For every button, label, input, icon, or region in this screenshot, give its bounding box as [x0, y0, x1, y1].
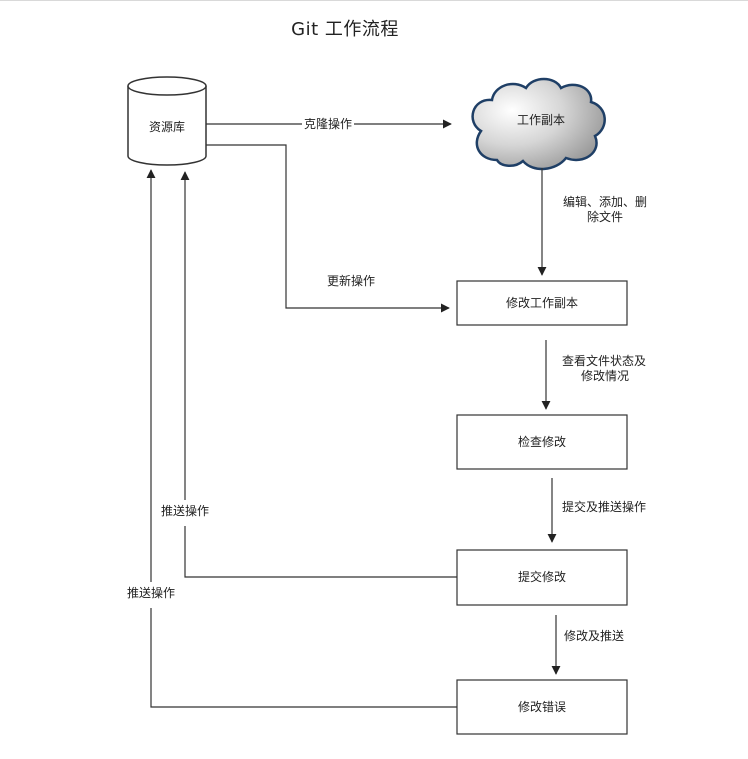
- repository-node[interactable]: 资源库: [127, 76, 207, 166]
- update-edge: 更新操作: [206, 144, 450, 313]
- modify-working-copy-box[interactable]: 修改工作副本: [456, 280, 628, 326]
- fix-errors-label: 修改错误: [518, 699, 566, 714]
- edit-label-line1: 编辑、添加、删: [563, 194, 647, 209]
- clone-label: 克隆操作: [304, 116, 352, 131]
- check-changes-label: 检查修改: [518, 434, 566, 449]
- modify-push-edge: 修改及推送: [551, 615, 624, 675]
- modify-push-label: 修改及推送: [564, 628, 624, 643]
- top-border: [0, 0, 748, 1]
- commit-push-label: 提交及推送操作: [562, 499, 646, 514]
- push-inner-label: 推送操作: [161, 503, 209, 518]
- commit-push-edge: 提交及推送操作: [547, 478, 646, 543]
- modify-working-copy-label: 修改工作副本: [506, 295, 578, 310]
- push-inner-edge: 推送操作: [161, 171, 457, 578]
- diagram-title: Git 工作流程: [291, 19, 399, 40]
- push-outer-edge: 推送操作: [127, 169, 457, 708]
- update-label: 更新操作: [327, 273, 375, 288]
- working-copy-label: 工作副本: [517, 113, 565, 127]
- fix-errors-box[interactable]: 修改错误: [456, 679, 628, 735]
- commit-changes-box[interactable]: 提交修改: [456, 549, 628, 606]
- push-outer-label: 推送操作: [127, 585, 175, 600]
- status-label-line2: 修改情况: [581, 368, 629, 383]
- repository-label: 资源库: [149, 119, 185, 134]
- working-copy-cloud[interactable]: 工作副本: [471, 77, 606, 171]
- edit-edge: 编辑、添加、删 除文件: [537, 168, 647, 276]
- check-changes-box[interactable]: 检查修改: [456, 414, 628, 470]
- clone-edge: 克隆操作: [206, 116, 452, 131]
- status-label-line1: 查看文件状态及: [562, 353, 646, 368]
- commit-changes-label: 提交修改: [518, 569, 566, 584]
- edit-label-line2: 除文件: [587, 209, 623, 224]
- status-edge: 查看文件状态及 修改情况: [541, 340, 646, 410]
